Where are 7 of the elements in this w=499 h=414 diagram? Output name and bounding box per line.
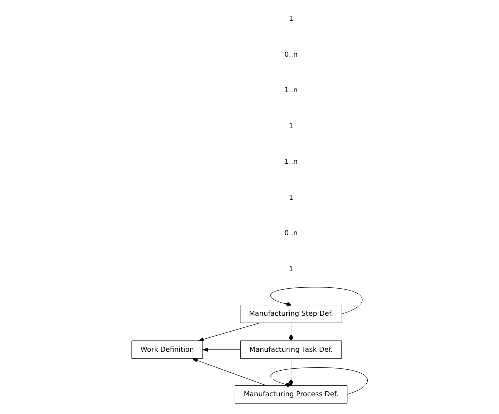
connector [288,358,294,386]
arrow [192,358,266,386]
connector [270,287,362,314]
arrow [198,322,260,342]
connector [288,322,294,342]
connector [270,368,368,395]
arrow [202,348,240,352]
